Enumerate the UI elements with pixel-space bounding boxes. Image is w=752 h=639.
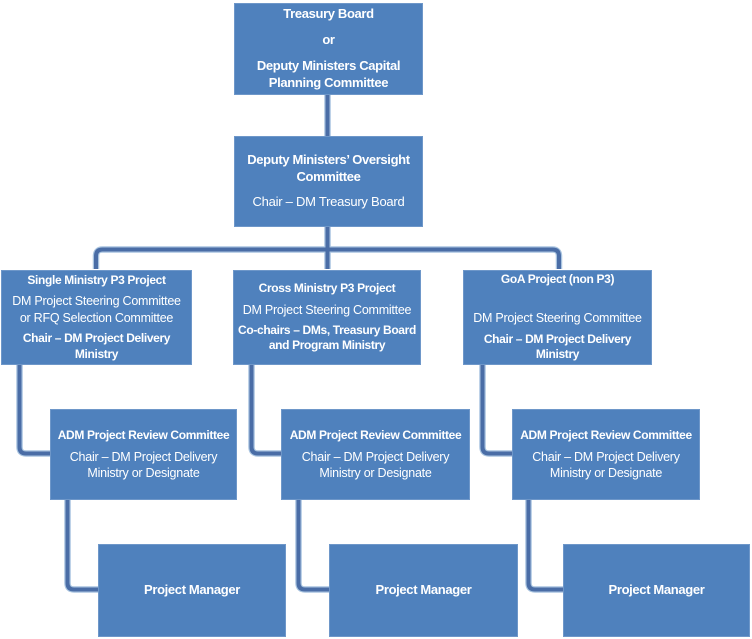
box-text-line: GoA Project (non P3) xyxy=(500,272,615,287)
single-ministry-p3-box: Single Ministry P3 Project DM Project Ste… xyxy=(1,270,192,365)
project-manager-box-1: Project Manager xyxy=(98,544,286,637)
box-text-line: DM Project Steering Committee xyxy=(473,311,642,326)
box-text-line: or xyxy=(322,32,335,48)
box-text-line: ADM Project Review Committee xyxy=(520,427,692,442)
box-text-line: Project Manager xyxy=(375,582,472,598)
box-text-line: DM Project Steering Committee xyxy=(242,302,412,317)
box-text-line: Single Ministry P3 Project xyxy=(27,272,166,287)
box-text-line: Project Manager xyxy=(144,582,240,598)
box-text-line: Chair – DM Treasury Board xyxy=(252,194,405,210)
project-manager-box-2: Project Manager xyxy=(329,544,518,637)
project-manager-box-3: Project Manager xyxy=(563,544,750,637)
box-text-line: Treasury Board xyxy=(283,6,374,22)
box-text-line: ADM Project Review Committee xyxy=(289,427,462,442)
box-text-line: Cross Ministry P3 Project xyxy=(258,280,396,295)
goa-project-box: GoA Project (non P3) DM Project Steering … xyxy=(463,270,652,365)
cross-ministry-p3-box: Cross Ministry P3 Project DM Project Stee… xyxy=(233,270,421,365)
box-text-line: Project Manager xyxy=(608,582,705,598)
box-text-line: ADM Project Review Committee xyxy=(57,427,230,442)
